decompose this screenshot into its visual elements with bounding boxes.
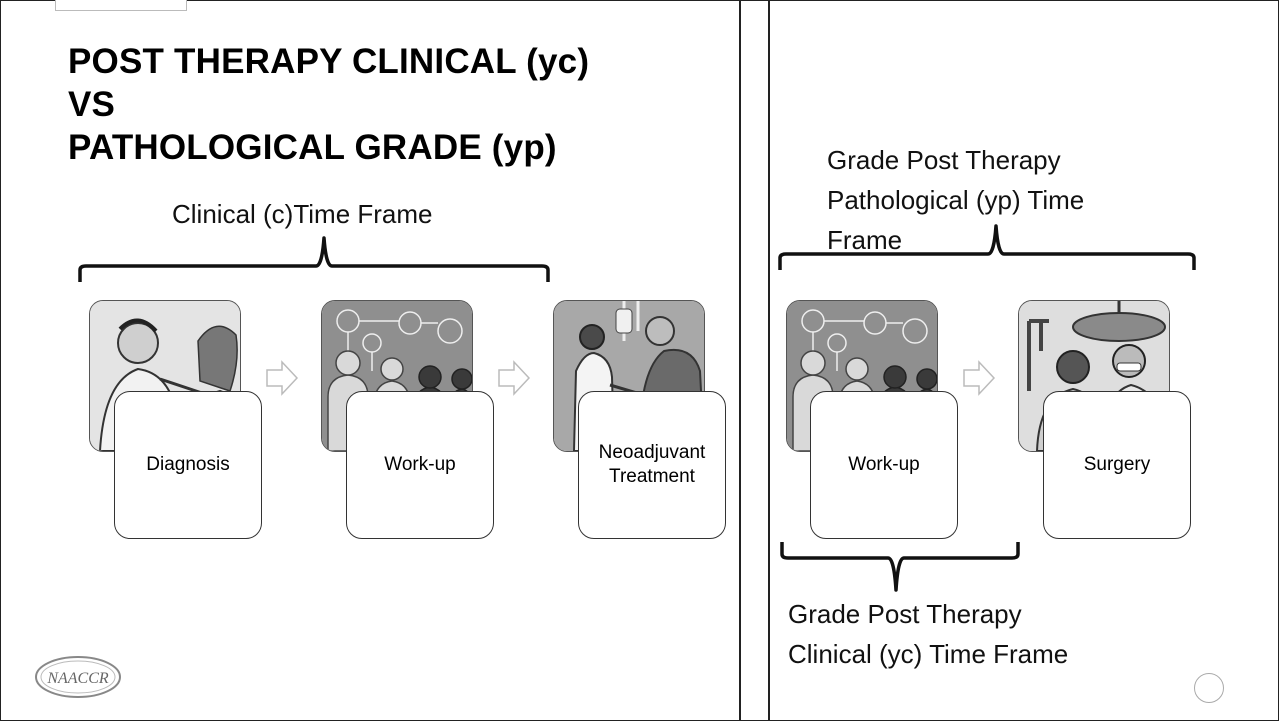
clinical-timeframe-label: Clinical (c)Time Frame — [172, 199, 433, 229]
step-card-neoadjuvant-treatment: Neoadjuvant Treatment — [578, 391, 726, 539]
right-arrow-icon — [963, 360, 995, 396]
step-card-surgery: Surgery — [1043, 391, 1191, 539]
title-line-2: VS — [68, 85, 116, 124]
title-line-3: PATHOLOGICAL GRADE (yp) — [68, 128, 557, 167]
naaccr-logo: NAACCR — [35, 656, 121, 698]
right-arrow-icon — [266, 360, 298, 396]
right-arrow-icon — [498, 360, 530, 396]
clinical-yc-timeframe-bracket — [780, 542, 1020, 592]
pathological-timeframe-label: Grade Post Therapy Pathological (yp) Tim… — [827, 145, 1085, 255]
logo-text: NAACCR — [46, 670, 109, 687]
step-card-work-up-right: Work-up — [810, 391, 958, 539]
slide-nav-circle[interactable] — [1194, 673, 1224, 703]
title-line-1: POST THERAPY CLINICAL (yc) — [68, 42, 590, 81]
slide-title: POST THERAPY CLINICAL (yc) VS PATHOLOGIC… — [68, 40, 589, 169]
clinical-yc-label-line-2: Clinical (yc) Time Frame — [788, 639, 1069, 669]
step-label-work-up-right: Work-up — [848, 454, 920, 475]
panel-divider-right — [768, 0, 770, 721]
clinical-yc-label-line-1: Grade Post Therapy — [788, 599, 1022, 629]
step-card-diagnosis: Diagnosis — [114, 391, 262, 539]
step-label-neoadjuvant-treatment: Neoadjuvant Treatment — [598, 442, 706, 487]
panel-divider-left — [739, 0, 741, 721]
step-card-work-up: Work-up — [346, 391, 494, 539]
clinical-yc-timeframe-label: Grade Post Therapy Clinical (yc) Time Fr… — [788, 594, 1068, 674]
pathological-timeframe-bracket — [778, 224, 1196, 270]
step-label-surgery: Surgery — [1083, 454, 1151, 475]
top-tab — [55, 0, 187, 11]
step-label-work-up: Work-up — [384, 454, 456, 475]
clinical-timeframe-bracket — [78, 236, 550, 282]
step-label-diagnosis: Diagnosis — [146, 454, 230, 475]
